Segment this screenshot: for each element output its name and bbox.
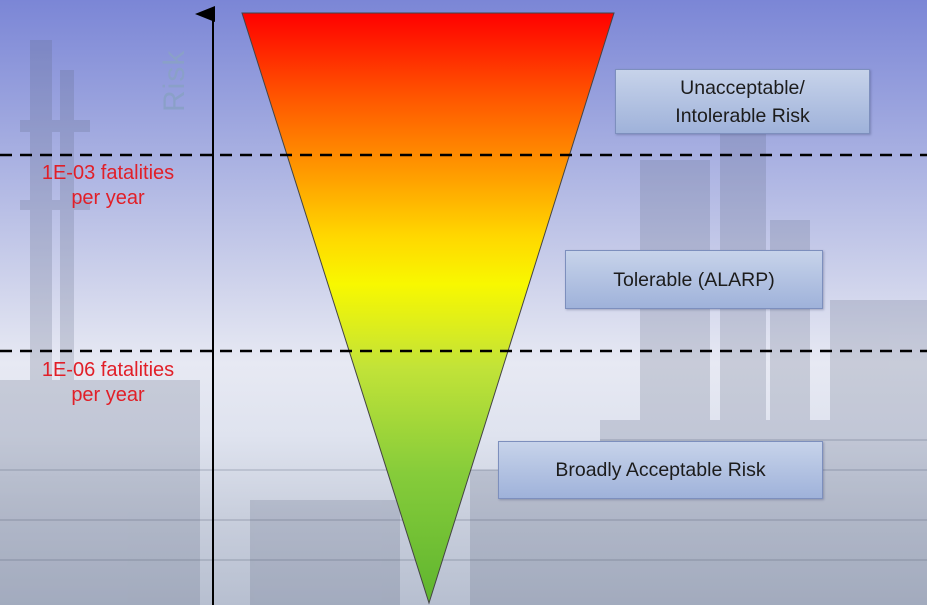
zone-broadly-acceptable-label: Broadly Acceptable Risk: [555, 459, 766, 481]
threshold-upper-label: 1E-03 fatalities per year: [8, 161, 208, 211]
zone-tolerable-alarp: Tolerable (ALARP): [565, 250, 823, 309]
threshold-lower-line1: 1E-06 fatalities: [41, 359, 175, 381]
zone-unacceptable-line1: Unacceptable/: [680, 76, 805, 99]
risk-axis-label: Risk: [158, 49, 191, 112]
zone-broadly-acceptable: Broadly Acceptable Risk: [498, 441, 823, 499]
zone-unacceptable-line2: Intolerable Risk: [675, 104, 810, 127]
zone-tolerable-label: Tolerable (ALARP): [613, 268, 775, 291]
threshold-lower-line2: per year: [71, 384, 145, 406]
threshold-upper-line1: 1E-03 fatalities: [41, 162, 175, 184]
threshold-upper-line2: per year: [71, 187, 145, 209]
risk-triangle: [241, 12, 615, 605]
zone-unacceptable: Unacceptable/ Intolerable Risk: [615, 69, 870, 134]
threshold-lower-label: 1E-06 fatalities per year: [8, 358, 208, 408]
